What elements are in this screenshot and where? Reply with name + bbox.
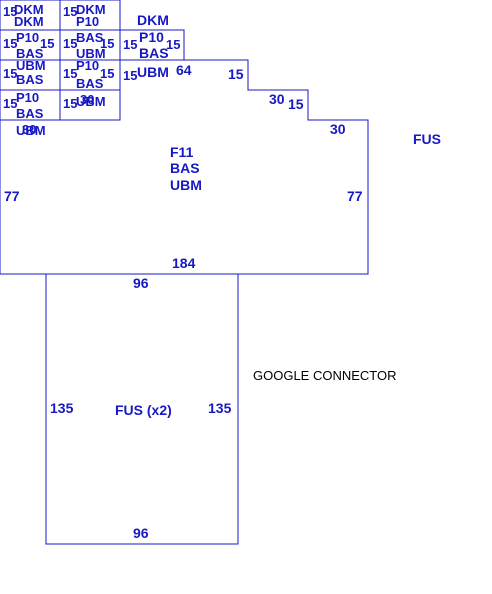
- dim-label: 77: [4, 188, 20, 204]
- dim-label: 15: [100, 36, 114, 51]
- main-piece: 15 30 15 30 64 F11 BAS UBM 77 77 184: [0, 59, 369, 275]
- lower-piece: 96 135 135 96 FUS (x2): [45, 273, 239, 545]
- piece-label-line: F11: [170, 144, 194, 160]
- dim-label: 15: [40, 36, 54, 51]
- piece-label: DKM: [76, 2, 106, 17]
- dim-label: 30: [22, 122, 36, 137]
- dim-label: 15: [166, 37, 180, 52]
- piece-label: BAS: [16, 106, 44, 121]
- dim-label: 64: [176, 62, 192, 78]
- piece-label: P10: [16, 30, 39, 45]
- dim-label: 184: [172, 255, 196, 271]
- dim-label: 15: [228, 66, 244, 82]
- dim-label: 96: [133, 275, 149, 291]
- dim-label: 30: [269, 91, 285, 107]
- dim-label: 15: [100, 66, 114, 81]
- piece-label: BAS: [16, 72, 44, 87]
- piece-label: DKM: [14, 2, 44, 17]
- dim-label: 15: [3, 66, 17, 81]
- top-pieces-cluster: 15 DKM DKM 15 15 P10 BAS 15 UBM BAS 15 P…: [0, 0, 185, 138]
- piece-label: P10: [76, 14, 99, 29]
- piece-label: DKM: [137, 12, 169, 28]
- piece-label: UBM: [76, 94, 106, 109]
- connector-label: GOOGLE CONNECTOR: [253, 368, 397, 383]
- piece-label: P10: [139, 29, 164, 45]
- dim-label: 135: [208, 400, 232, 416]
- dim-label: 15: [3, 36, 17, 51]
- fus-label: FUS: [413, 131, 441, 147]
- dim-label: 30: [80, 92, 94, 107]
- dim-label: 15: [63, 36, 77, 51]
- dim-label: 15: [63, 96, 77, 111]
- lower-piece-outline: [45, 273, 239, 545]
- piece-label: UBM: [16, 123, 46, 138]
- main-piece-outline: [0, 59, 369, 275]
- piece-label: P10: [16, 90, 39, 105]
- piece-label: DKM: [14, 14, 44, 29]
- dim-label: 15: [123, 37, 137, 52]
- dim-label: 135: [50, 400, 74, 416]
- piece-label: BAS: [76, 76, 104, 91]
- piece-label: FUS (x2): [115, 402, 172, 418]
- dim-label: 30: [330, 121, 346, 137]
- piece-label: BAS: [139, 45, 169, 61]
- piece-label: BAS: [76, 30, 104, 45]
- dim-label: 15: [63, 66, 77, 81]
- piece-label: BAS: [16, 46, 44, 61]
- dim-label: 15: [288, 96, 304, 112]
- dim-label: 15: [3, 4, 17, 19]
- piece-label-line: BAS: [170, 160, 200, 176]
- dim-label: 77: [347, 188, 363, 204]
- dim-label: 96: [133, 525, 149, 541]
- piece-label: P10: [76, 58, 99, 73]
- dim-label: 15: [3, 96, 17, 111]
- dim-label: 15: [123, 68, 137, 83]
- piece-label: UBM: [16, 58, 46, 73]
- piece-label-line: UBM: [170, 177, 202, 193]
- dim-label: 15: [63, 4, 77, 19]
- piece-label: UBM: [76, 46, 106, 61]
- piece-label: UBM: [137, 64, 169, 80]
